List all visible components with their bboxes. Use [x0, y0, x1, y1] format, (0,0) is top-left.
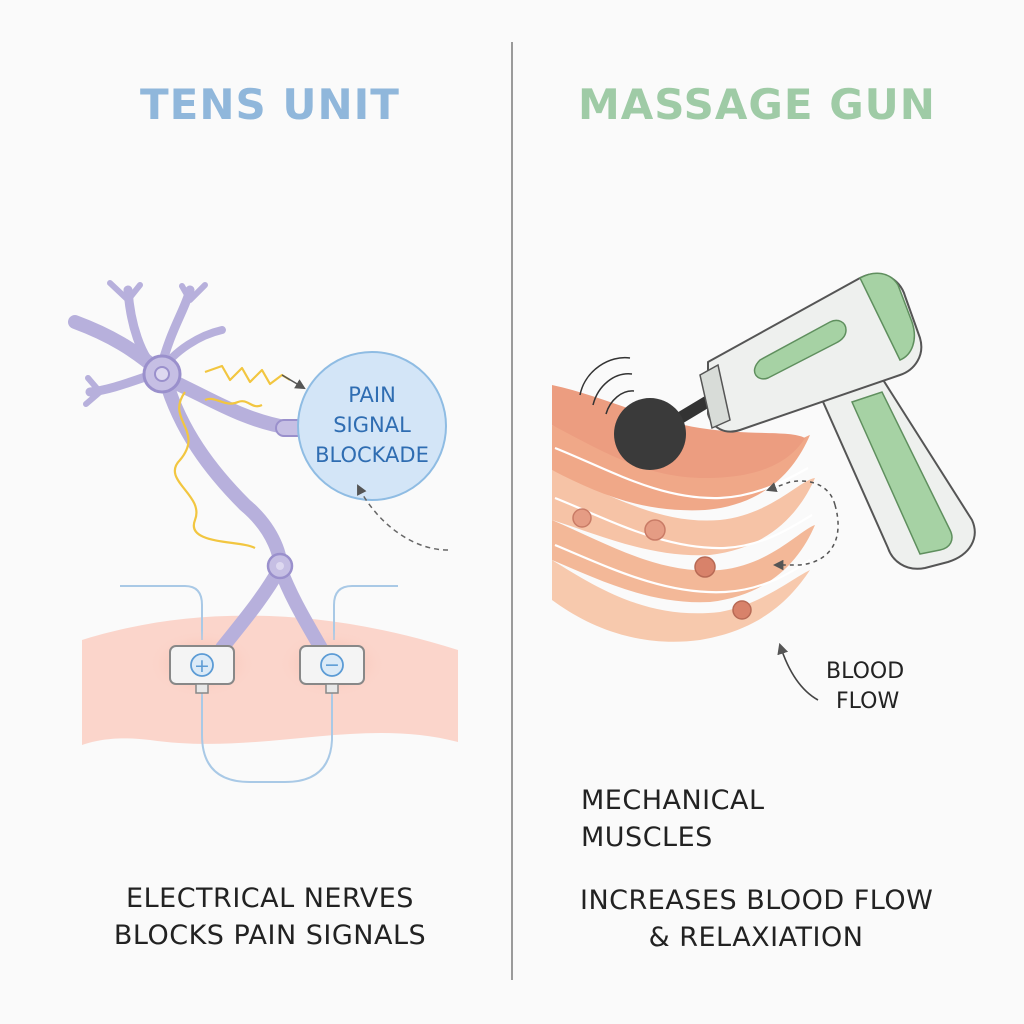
massage-gun-title: MASSAGE GUN [578, 80, 936, 129]
blood-flow-line-1: BLOOD [826, 659, 904, 684]
negative-sign: − [324, 654, 340, 676]
center-divider [511, 42, 513, 980]
massage-gun [614, 272, 976, 570]
tens-unit-title: TENS UNIT [140, 80, 400, 129]
wire-top-right [333, 585, 398, 640]
skin-layer [82, 615, 458, 745]
massage-head [614, 398, 686, 470]
massage-caption-line-2: & RELAXIATION [648, 922, 864, 953]
electrical-signal [173, 364, 291, 550]
muscle-layer-bottom [552, 560, 810, 642]
tens-illustration: PAIN SIGNAL BLOCKADE + − [68, 280, 458, 783]
wire-top-left [120, 585, 203, 640]
wire-left [201, 690, 333, 783]
mechanical-line-2: MUSCLES [581, 822, 713, 853]
mechanical-caption: MECHANICAL MUSCLES [581, 782, 765, 856]
pain-signal-bubble [297, 351, 447, 501]
tens-caption-line-1: ELECTRICAL NERVES [126, 883, 414, 914]
positive-sign: + [194, 655, 210, 677]
bubble-line-2: SIGNAL [333, 413, 411, 437]
blood-flow-line-2: FLOW [836, 689, 899, 714]
massage-illustration: BLOOD FLOW [552, 272, 976, 714]
bubble-line-1: PAIN [348, 383, 396, 407]
mechanical-line-1: MECHANICAL [581, 785, 765, 816]
muscle-layer-3 [552, 470, 815, 556]
bubble-line-3: BLOCKADE [315, 443, 429, 467]
massage-caption-line-1: INCREASES BLOOD FLOW [580, 885, 934, 916]
massage-caption: INCREASES BLOOD FLOW & RELAXIATION [580, 882, 934, 956]
electrode-negative: − [299, 645, 365, 694]
muscle-layer-2 [552, 425, 810, 511]
nerve-cell [68, 280, 329, 657]
electrode-positive: + [169, 645, 235, 694]
tens-caption: ELECTRICAL NERVES BLOCKS PAIN SIGNALS [100, 880, 440, 954]
tens-caption-line-2: BLOCKS PAIN SIGNALS [113, 920, 427, 951]
bubble-dashed-arrow [357, 484, 449, 551]
muscle-layer-4 [552, 520, 815, 603]
